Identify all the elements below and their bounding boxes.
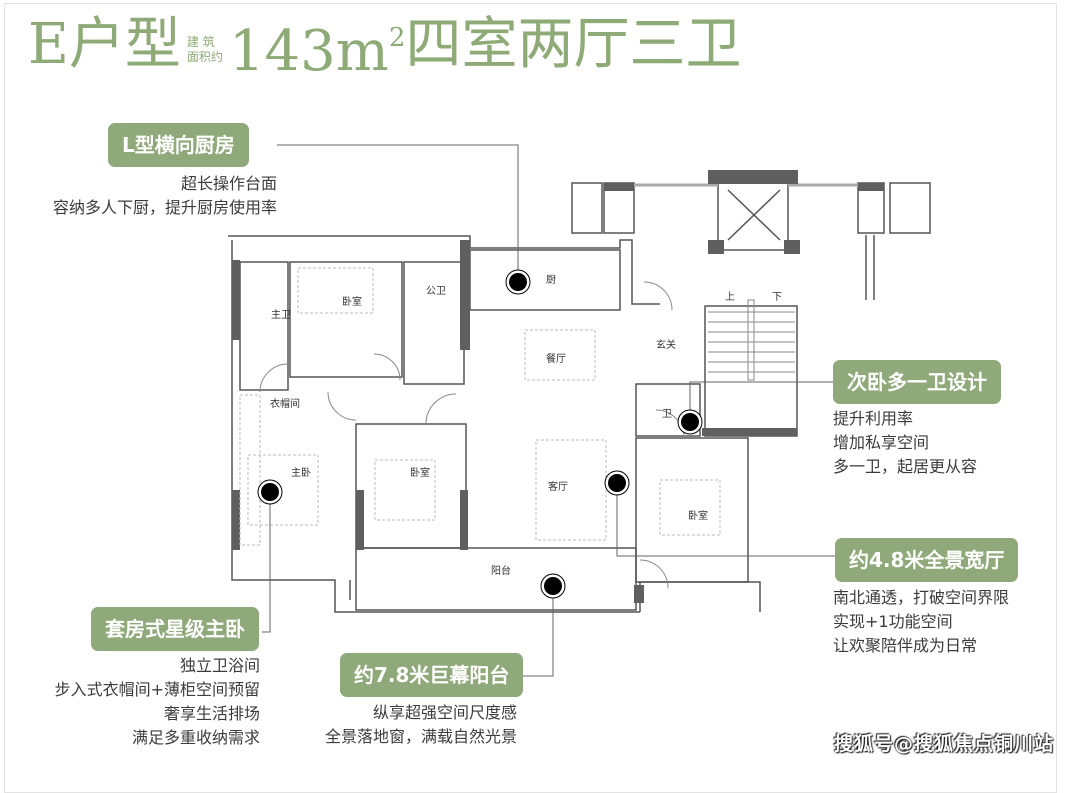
area-note-line2: 面积约	[186, 50, 223, 64]
room-entry: 玄关	[656, 338, 676, 351]
room-kitchen: 厨	[546, 274, 556, 286]
room-balcony: 阳台	[491, 564, 511, 577]
area-number: 143m	[228, 19, 389, 84]
room-bath-small: 卫	[662, 409, 672, 420]
desc-line: 南北通透，打破空间界限	[833, 588, 1010, 607]
room-labels: 主卫 卧室 公卫 厨 餐厅 玄关 衣帽间 主卧 卧室 客厅 卫 卧室 阳台 上 …	[270, 274, 782, 577]
desc-line: 让欢聚陪伴成为日常	[833, 636, 978, 655]
structural-walls	[232, 170, 884, 603]
area-note-line1: 建 筑	[186, 35, 215, 49]
callout-master-desc: 独立卫浴间 步入式衣帽间+薄柜空间预留 奢享生活排场 满足多重收纳需求	[55, 654, 260, 750]
callout-kitchen-desc: 超长操作台面 容纳多人下厨，提升厨房使用率	[53, 172, 277, 220]
desc-line: 超长操作台面	[180, 174, 277, 193]
desc-line: 步入式衣帽间+薄柜空间预留	[54, 680, 260, 699]
desc-line: 独立卫浴间	[179, 656, 260, 675]
stair-treads	[708, 299, 795, 383]
markers	[257, 269, 703, 599]
watermark: 搜狐号@搜狐焦点铜川站	[833, 733, 1054, 755]
callout-second-bath-badge: 次卧多一卫设计	[833, 360, 1001, 404]
desc-line: 奢享生活排场	[163, 704, 260, 723]
doors	[259, 281, 685, 589]
room-living: 客厅	[548, 480, 568, 493]
callout-balcony-desc: 纵享超强空间尺度感 全景落地窗，满载自然光景	[325, 701, 517, 749]
stair-down-label: 下	[772, 292, 782, 303]
walls	[228, 179, 931, 613]
area-note: 建 筑 面积约	[187, 35, 223, 65]
room-master-bedroom: 主卧	[291, 466, 311, 479]
desc-line: 满足多重收纳需求	[131, 728, 260, 747]
floor-plan: 主卫 卧室 公卫 厨 餐厅 玄关 衣帽间 主卧 卧室 客厅 卫 卧室 阳台 上 …	[228, 144, 931, 677]
desc-line: 提升利用率	[833, 409, 914, 428]
room-bedroom-middle: 卧室	[410, 466, 430, 479]
room-master-bath: 主卫	[271, 309, 291, 321]
desc-line: 纵享超强空间尺度感	[372, 703, 517, 722]
callout-living-badge: 约4.8米全景宽厅	[835, 538, 1019, 582]
room-bedroom-east: 卧室	[688, 509, 708, 522]
room-closet: 衣帽间	[270, 397, 300, 410]
furniture	[239, 267, 721, 546]
room-bedroom-north: 卧室	[342, 295, 362, 308]
area-value: 143m2	[229, 3, 406, 87]
area-superscript: 2	[388, 23, 406, 53]
desc-line: 实现+1功能空间	[833, 612, 953, 631]
callout-second-bath-desc: 提升利用率 增加私享空间 多一卫，起居更从容	[833, 407, 977, 479]
callout-living-desc: 南北通透，打破空间界限 实现+1功能空间 让欢聚陪伴成为日常	[833, 586, 1009, 658]
stair-up-label: 上	[725, 291, 735, 303]
room-public-bath: 公卫	[426, 286, 446, 297]
desc-line: 容纳多人下厨，提升厨房使用率	[52, 198, 277, 217]
callout-kitchen-badge: L型横向厨房	[108, 123, 249, 167]
callout-master-badge: 套房式星级主卧	[91, 607, 259, 651]
leader-lines	[262, 144, 835, 677]
desc-line: 增加私享空间	[833, 433, 930, 452]
desc-line: 全景落地窗，满载自然光景	[324, 727, 517, 746]
desc-line: 多一卫，起居更从容	[833, 457, 978, 476]
unit-type: E户型	[28, 12, 181, 77]
callout-balcony-badge: 约7.8米巨幕阳台	[340, 653, 524, 697]
room-dining: 餐厅	[546, 352, 566, 365]
page-title: E户型 建 筑 面积约 143m2 四室两厅三卫	[28, 10, 742, 84]
layout-text: 四室两厅三卫	[405, 12, 742, 77]
